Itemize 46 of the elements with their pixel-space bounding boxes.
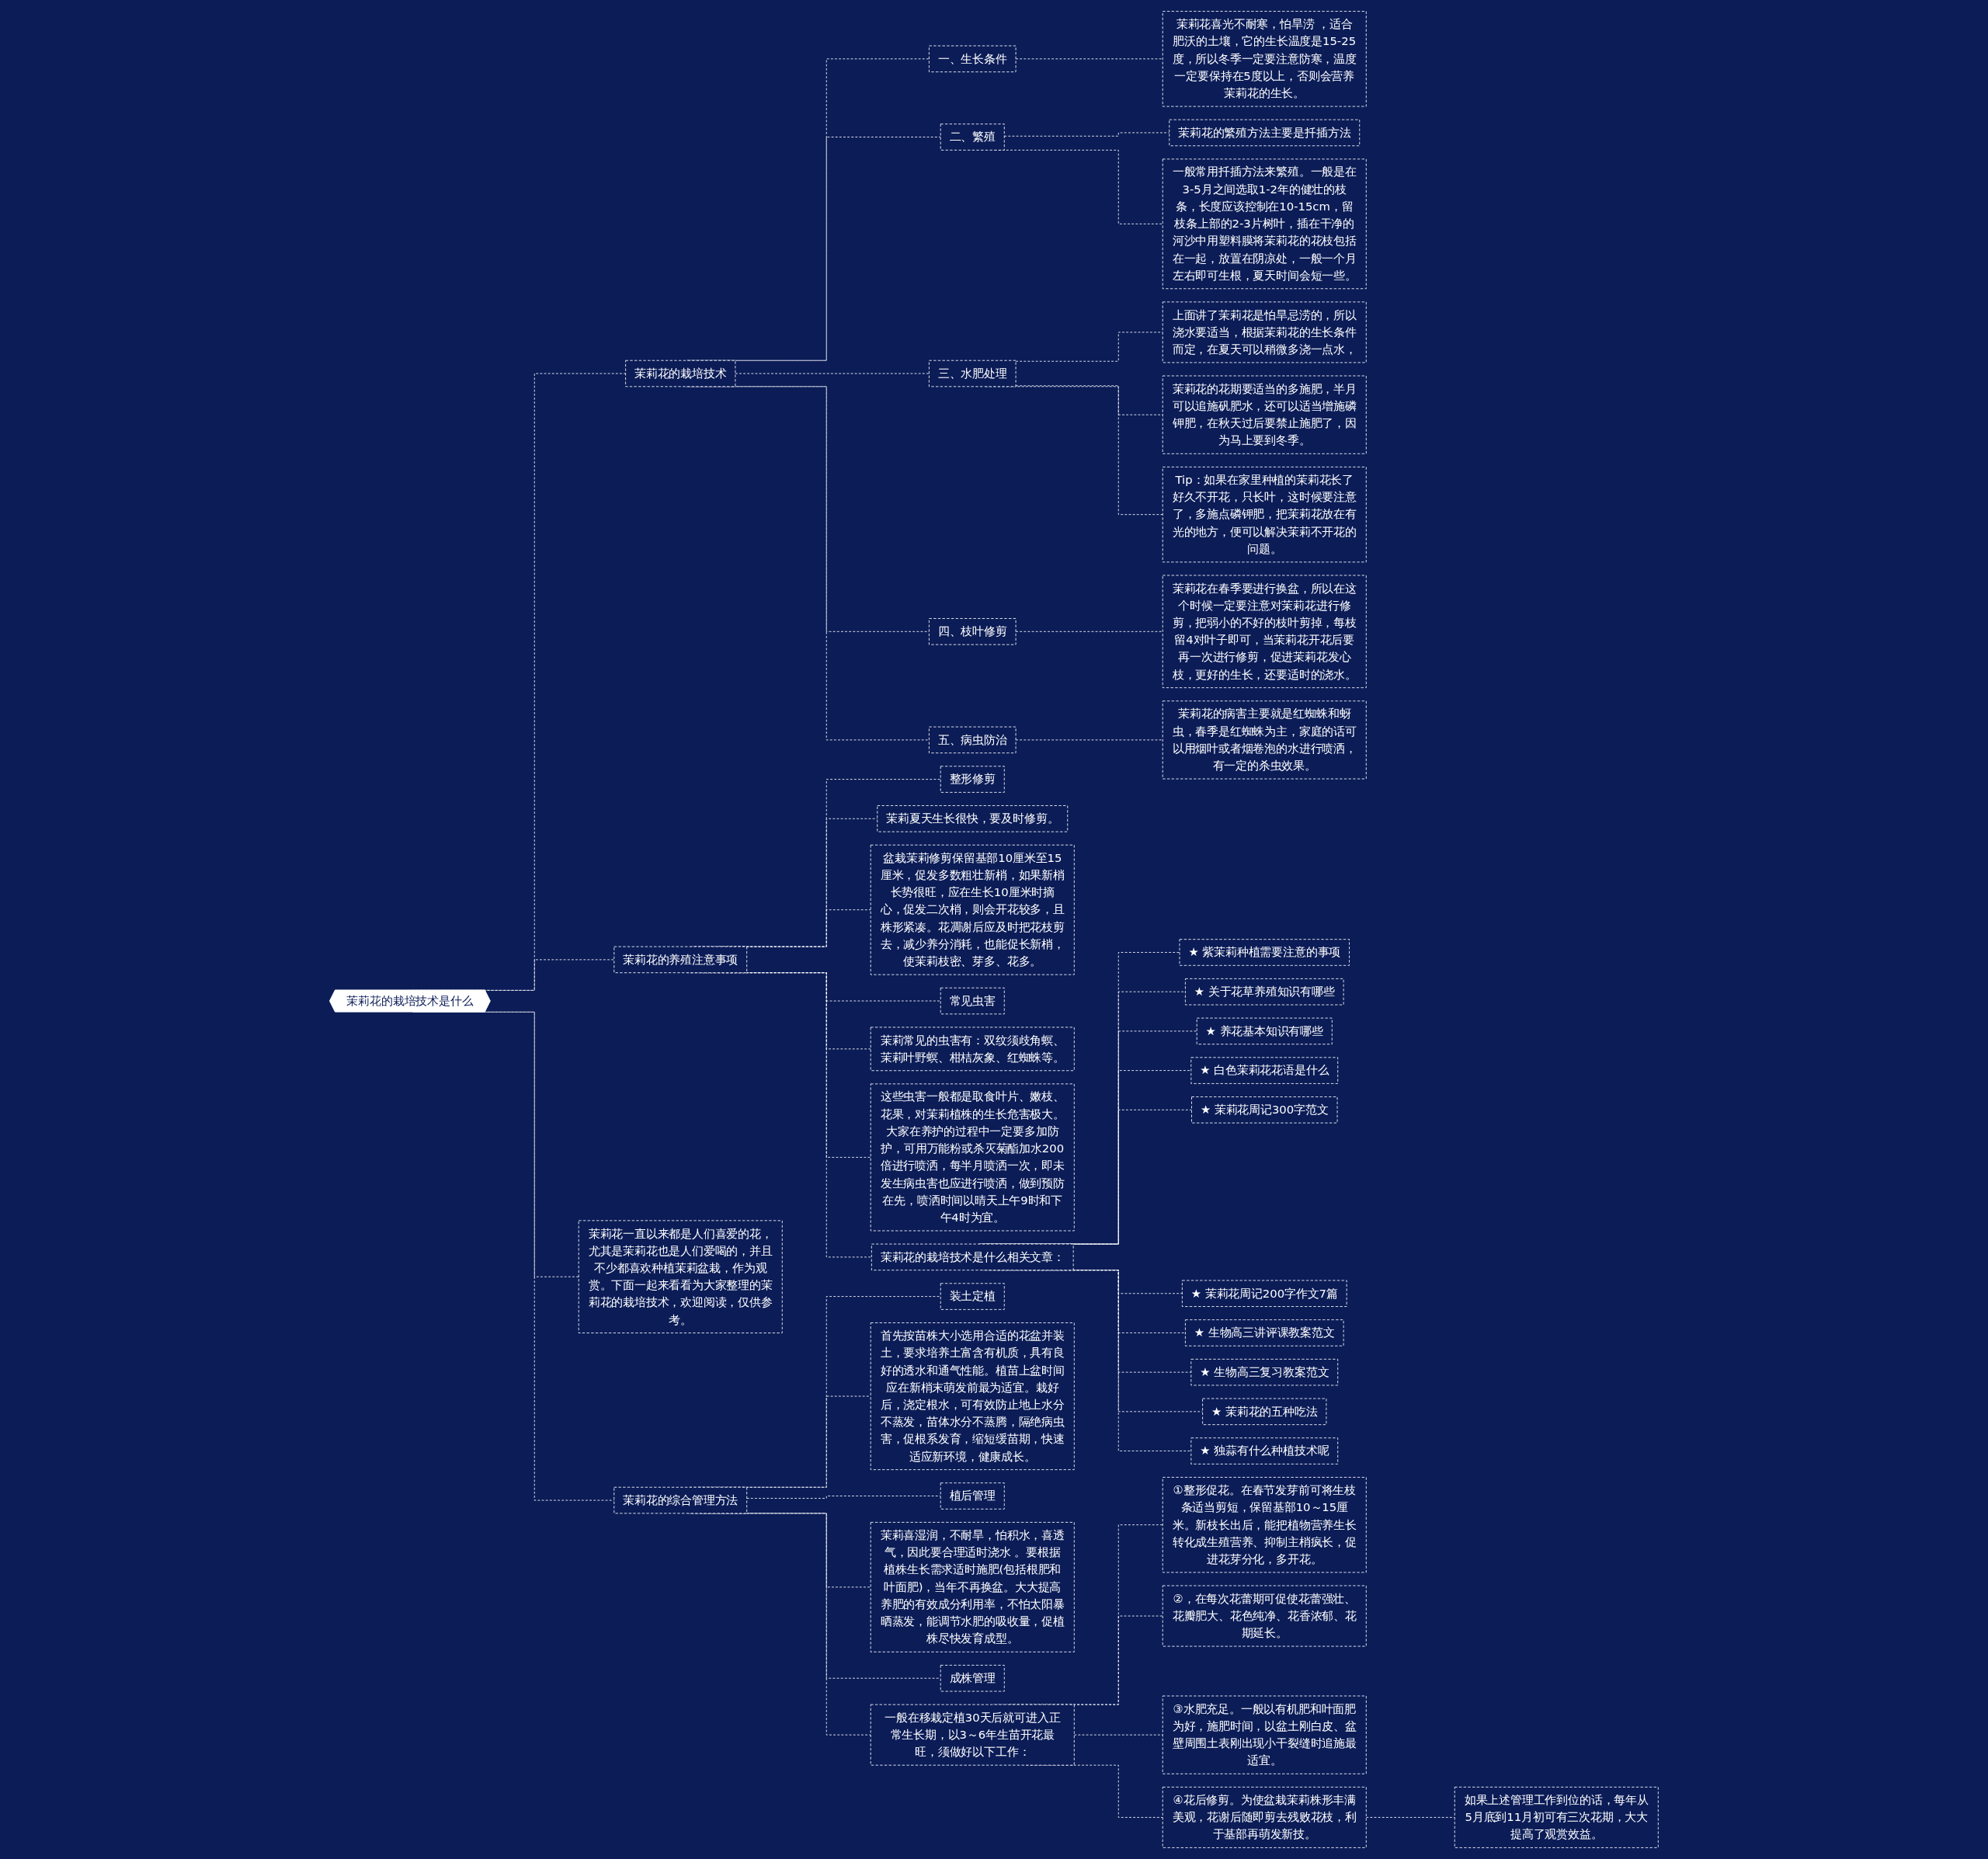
node-box: ★ 茉莉花周记200字作文7篇 [1182, 1280, 1347, 1307]
node-box: ★ 白色茉莉花花语是什么 [1190, 1057, 1339, 1084]
node-box: 茉莉花在春季要进行换盆，所以在这个时候一定要注意对茉莉花进行修剪，把弱小的不好的枝叶剪掉，每枝留4对叶子即可，当茉莉花开花后要再一次进行修剪，促进茉莉花发心枝，更好的生长，还要适时的浇水。 [1162, 575, 1367, 689]
node-box: ★ 关于花草养殖知识有哪些 [1185, 978, 1344, 1006]
node-box: 茉莉花一直以来都是人们喜爱的花，尤其是茉莉花也是人们爱喝的，并且不少都喜欢种植茉莉盆栽，作为观赏。下面一起来看看为大家整理的茉莉花的栽培技术，欢迎阅读，仅供参考。 [578, 1220, 783, 1333]
node-box: 茉莉花的花期要适当的多施肥，半月可以追施矾肥水，还可以适当增施磷钾肥，在秋天过后要禁止施肥了，因为马上要到冬季。 [1162, 375, 1367, 454]
node-box: ★ 紫茉莉种植需要注意的事项 [1179, 939, 1350, 966]
node-box: ★ 养花基本知识有哪些 [1196, 1017, 1333, 1045]
node-box: ①整形促花。在春节发芽前可将生枝条适当剪短，保留基部10～15厘米。新枝长出后，能把植物营养生长转化成生殖营养、抑制主梢疯长，促进花芽分化，多开花。 [1162, 1477, 1367, 1573]
node-box: 常见虫害 [940, 987, 1005, 1015]
node-box: ②，在每次花蕾期可促使花蕾强壮、花瓣肥大、花色纯净、花香浓郁、花期延长。 [1162, 1585, 1367, 1647]
node-box: 植后管理 [940, 1482, 1005, 1510]
node-box: 茉莉花的栽培技术 [625, 360, 736, 387]
node-box: ③水肥充足。一般以有机肥和叶面肥为好，施肥时间，以盆土刚白皮、盆壁周围土表刚出现小干裂缝时追施最适宜。 [1162, 1695, 1367, 1774]
node-box: 茉莉花喜光不耐寒，怕旱涝 ，适合肥沃的土壤，它的生长温度是15-25度，所以冬季一定要注意防寒，温度一定要保持在5度以上，否则会营养茉莉花的生长。 [1162, 11, 1367, 107]
node-box: 一般在移栽定植30天后就可进入正常生长期，以3～6年生苗开花最旺，须做好以下工作： [870, 1704, 1075, 1766]
node-box: 上面讲了茉莉花是怕旱忌涝的，所以浇水要适当，根据茉莉花的生长条件而定，在夏天可以稍微多浇一点水， [1162, 301, 1367, 363]
node-box: Tip：如果在家里种植的茉莉花长了好久不开花，只长叶，这时候要注意了，多施点磷钾肥，把茉莉花放在有光的地方，便可以解决茉莉不开花的问题。 [1162, 466, 1367, 563]
node-box: 茉莉夏天生长很快，要及时修剪。 [877, 805, 1069, 832]
node-box: ④花后修剪。为使盆栽茉莉株形丰满美观，花谢后随即剪去残败花枝，利于基部再萌发新技。 [1162, 1786, 1367, 1848]
node-box: 五、病虫防治 [929, 726, 1017, 754]
node-box: 茉莉花的栽培技术是什么相关文章： [871, 1243, 1074, 1271]
node-box: ★ 生物高三讲评课教案范文 [1185, 1319, 1344, 1346]
node-box: 首先按苗株大小选用合适的花盆并装土，要求培养土富含有机质，具有良好的透水和通气性能。植苗上盆时间应在新梢末萌发前最为适宜。栽好后，浇定根水，可有效防止地上水分不蒸发，苗体水分不蒸腾，隔绝病虫害，促根系发育，缩短缓苗期，快速适应新环境，健康成长。 [870, 1322, 1075, 1471]
node-box: 四、枝叶修剪 [929, 618, 1017, 645]
node-box: 盆栽茉莉修剪保留基部10厘米至15厘米，促发多数粗壮新梢，如果新梢长势很旺，应在生长10厘米时摘心，促发二次梢，则会开花较多，且株形紧凑。花凋谢后应及时把花枝剪去，减少养分消耗，也能促长新梢，使茉莉枝密、芽多、花多。 [870, 844, 1075, 975]
node-box: 茉莉常见的虫害有：双纹须歧角螟、茉莉叶野螟、柑桔灰象、红蜘蛛等。 [870, 1027, 1075, 1072]
node-box: 茉莉花的养殖注意事项 [613, 946, 748, 974]
node-box: 茉莉花的繁殖方法主要是扦插方法 [1169, 119, 1361, 147]
node-box: 一、生长条件 [929, 45, 1017, 73]
node-box: 如果上述管理工作到位的话，每年从5月底到11月初可有三次花期，大大提高了观赏效益。 [1454, 1786, 1659, 1848]
node-box: 成株管理 [940, 1665, 1005, 1692]
node-box: 三、水肥处理 [929, 360, 1017, 387]
node-box: 二、繁殖 [940, 123, 1005, 151]
node-box: ★ 独蒜有什么种植技术呢 [1190, 1437, 1339, 1465]
node-box: ★ 茉莉花的五种吃法 [1202, 1398, 1327, 1426]
node-box: ★ 生物高三复习教案范文 [1190, 1358, 1339, 1386]
node-box: 整形修剪 [940, 766, 1005, 793]
node-box: 茉莉花的病害主要就是红蜘蛛和蚜虫，春季是红蜘蛛为主，家庭的话可以用烟叶或者烟卷泡的水进行喷洒，有一定的杀虫效果。 [1162, 700, 1367, 780]
node-box: 茉莉喜湿润，不耐旱，怕积水，喜透气，因此要合理适时浇水 。要根据植株生长需求适时施肥(包括根肥和叶面肥)，当年不再换盆。大大提高养肥的有效成分利用率，不怕太阳暴晒蒸发，能调节水肥的吸收量，促植株尽快发育成型。 [870, 1522, 1075, 1652]
node-box: 装土定植 [940, 1283, 1005, 1310]
node-box: 茉莉花的综合管理方法 [613, 1486, 748, 1514]
node-box: ★ 茉莉花周记300字范文 [1191, 1096, 1338, 1124]
connector [735, 373, 930, 374]
node-box: 这些虫害一般都是取食叶片、嫩枝、花果，对茉莉植株的生长危害极大。大家在养护的过程中一定要多加防护，可用万能粉或杀灭菊酯加水200倍进行喷洒，每半月喷洒一次，即未发生病虫害也应进行喷洒，做到预防在先，喷洒时间以晴天上午9时和下午4时为宜。 [870, 1083, 1075, 1232]
node-box: 一般常用扦插方法来繁殖。一般是在3-5月之间选取1-2年的健壮的枝条，长度应该控制在10-15cm，留枝条上部的2-3片树叶，插在干净的河沙中用塑料膜将茉莉花的花枝包括在一起，放置在阴凉处，一般一个月左右即可生根，夏天时间会短一些。 [1162, 158, 1367, 290]
